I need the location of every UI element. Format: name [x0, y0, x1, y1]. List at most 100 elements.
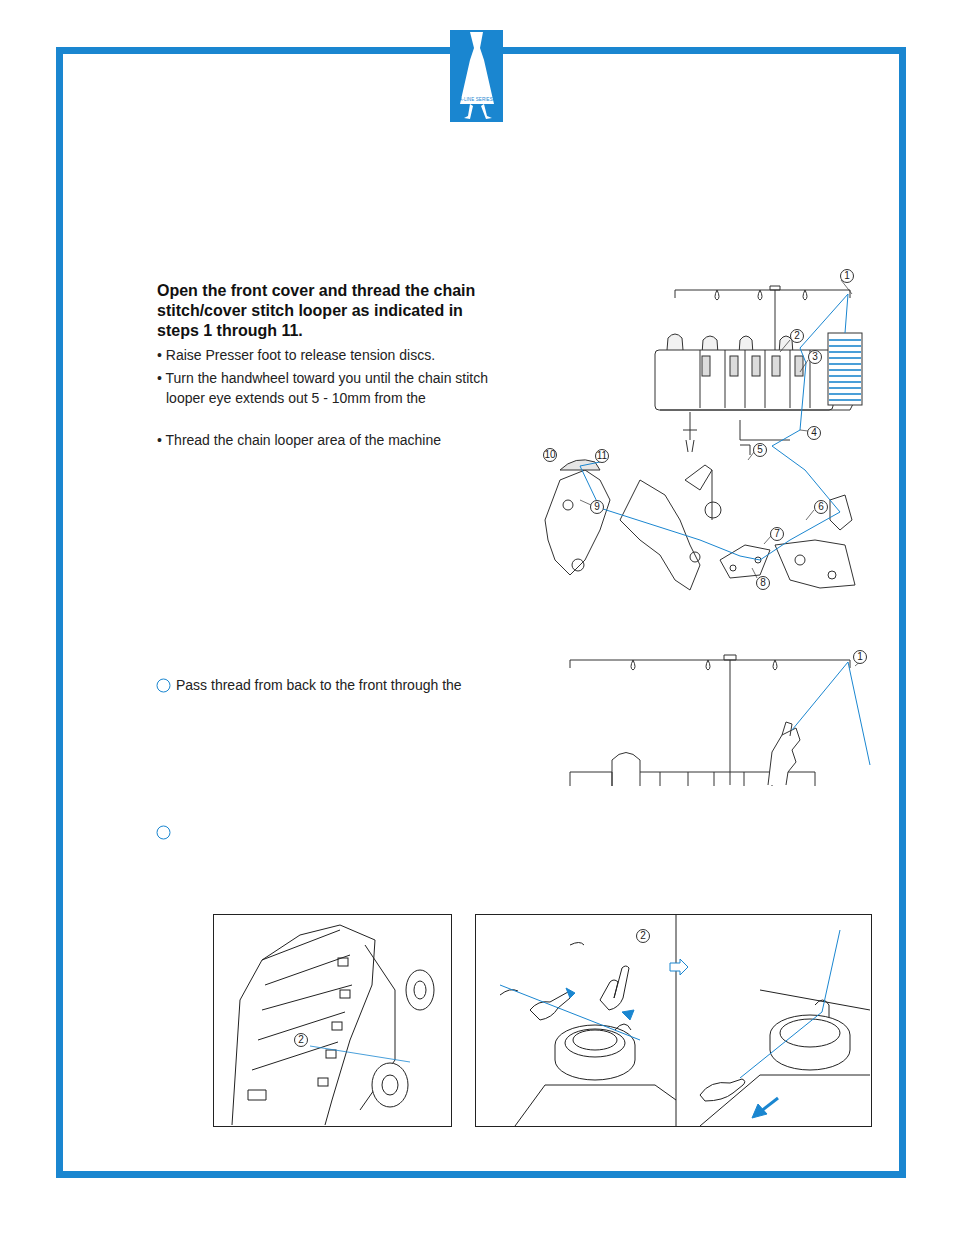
drawing-rect [828, 333, 862, 405]
drawing-path [500, 943, 584, 996]
drawing-path [566, 988, 575, 998]
drawing-path [775, 540, 855, 588]
drawing-rect [214, 915, 452, 1127]
drawing-g [580, 294, 848, 560]
drawing-ellipse [414, 981, 426, 999]
drawing-circle [730, 565, 736, 571]
drawing-rect [318, 1078, 328, 1086]
drawing-path [683, 412, 697, 452]
drawing-circle [563, 500, 573, 510]
drawing-rect [752, 356, 760, 376]
drawing-path [248, 1090, 266, 1100]
callout-number: 6 [814, 500, 828, 514]
drawing-rect [795, 356, 803, 376]
drawing-path [768, 728, 800, 785]
drawing-ellipse [780, 1019, 840, 1047]
drawing-path [670, 959, 688, 975]
drawing-circle [795, 555, 805, 565]
drawing-path [545, 470, 610, 575]
drawing-rect [338, 958, 348, 966]
drawing-path [580, 294, 848, 560]
callout-number: 8 [756, 576, 770, 590]
drawing-path [660, 400, 855, 410]
callout-number: 2 [294, 1033, 308, 1047]
drawing-path [622, 1010, 634, 1020]
thread-stand-diagram [570, 655, 870, 786]
instruction-heading: Open the front cover and thread the chai… [157, 281, 509, 341]
drawing-circle [828, 571, 836, 579]
step-text: Pass thread from back to the front throu… [176, 675, 521, 695]
drawing-rect [340, 990, 350, 998]
callout-number: 1 [840, 269, 854, 283]
drawing-circle [572, 559, 584, 571]
drawing-rect [730, 356, 738, 376]
drawing-path [615, 1024, 631, 1030]
drawing-path [580, 462, 600, 466]
callout-number: 10 [543, 448, 557, 462]
callout-number: 9 [590, 500, 604, 514]
callout-number: 7 [770, 527, 784, 541]
drawing-path [530, 992, 572, 1020]
drawing-path [460, 32, 494, 104]
drawing-path [481, 104, 492, 119]
drawing-path [560, 460, 600, 470]
drawing-path [675, 290, 850, 298]
callout-number: 2 [636, 929, 650, 943]
drawing-path [720, 545, 770, 578]
series-logo [450, 30, 503, 122]
drawing-path [700, 1079, 745, 1101]
drawing-path [580, 280, 852, 578]
drawing-path [829, 340, 861, 400]
drawing-path [685, 465, 721, 520]
callout-number: 3 [808, 350, 822, 364]
drawing-rect [655, 350, 833, 410]
threading-diagram [545, 280, 862, 590]
drawing-ellipse [382, 1075, 398, 1095]
drawing-path [464, 104, 473, 119]
drawing-path [232, 925, 375, 1125]
drawing-path [676, 915, 677, 1126]
step-circle [157, 826, 170, 839]
logo-text: A-LINE SERIES [457, 97, 495, 102]
drawing-path [740, 930, 840, 1078]
drawing-ellipse [573, 1030, 617, 1050]
drawing-ellipse [406, 970, 434, 1010]
callout-number: 5 [753, 443, 767, 457]
callout-number: 2 [790, 329, 804, 343]
drawing-rect [476, 915, 872, 1127]
drawing-path [752, 1104, 767, 1118]
drawing-path [770, 286, 780, 350]
callout-number: 4 [807, 426, 821, 440]
drawing-path [310, 1046, 410, 1062]
callout-number: 1 [853, 650, 867, 664]
drawing-path [792, 662, 870, 765]
bullet-note: • Raise Presser foot to release tension … [157, 345, 509, 365]
drawing-path [515, 1085, 676, 1126]
bullet-note: • Thread the chain looper area of the ma… [157, 430, 509, 450]
drawing-rect [332, 1022, 342, 1030]
drawing-path [700, 350, 810, 408]
drawing-rect [450, 30, 503, 122]
drawing-path [724, 655, 736, 785]
drawing-path [631, 660, 777, 670]
drawing-rect [772, 356, 780, 376]
step-circle [157, 679, 170, 692]
drawing-path [845, 294, 848, 333]
drawing-path [252, 930, 352, 1070]
tension-dial-panels [214, 915, 872, 1127]
drawing-path [815, 1000, 829, 1017]
drawing-path [830, 495, 852, 530]
drawing-rect [326, 1050, 336, 1058]
drawing-circle [690, 552, 700, 562]
page-frame [60, 51, 903, 1175]
callout-number: 11 [595, 449, 609, 463]
drawing-path [660, 772, 772, 786]
drawing-ellipse [372, 1063, 408, 1107]
drawing-path [620, 480, 700, 590]
drawing-path [782, 722, 792, 736]
drawing-path [715, 290, 807, 300]
drawing-path [700, 990, 870, 1126]
bullet-note: • Turn the handwheel toward you until th… [157, 368, 509, 408]
